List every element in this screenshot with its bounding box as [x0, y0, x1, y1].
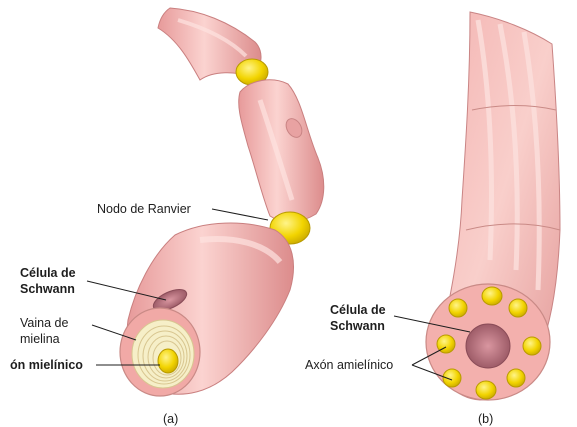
label-unmyelinated-axon: Axón amielínico	[305, 358, 393, 373]
myelinated-axon-core	[158, 349, 178, 373]
myelin-segment-middle	[239, 80, 324, 222]
label-node-of-ranvier: Nodo de Ranvier	[97, 202, 191, 217]
label-schwann-cell-b-line2: Schwann	[330, 319, 385, 334]
label-myelin-sheath-line1: Vaina de	[20, 316, 68, 331]
label-schwann-cell-b-line1: Célula de	[330, 303, 386, 318]
label-schwann-cell-a-line2: Schwann	[20, 282, 75, 297]
label-schwann-cell-a-line1: Célula de	[20, 266, 76, 281]
unmyelinated-fiber	[426, 12, 560, 400]
label-myelinated-axon: ón mielínico	[10, 358, 83, 373]
schwann-cell-nucleus-b	[466, 324, 510, 368]
label-myelin-sheath-line2: mielina	[20, 332, 60, 347]
